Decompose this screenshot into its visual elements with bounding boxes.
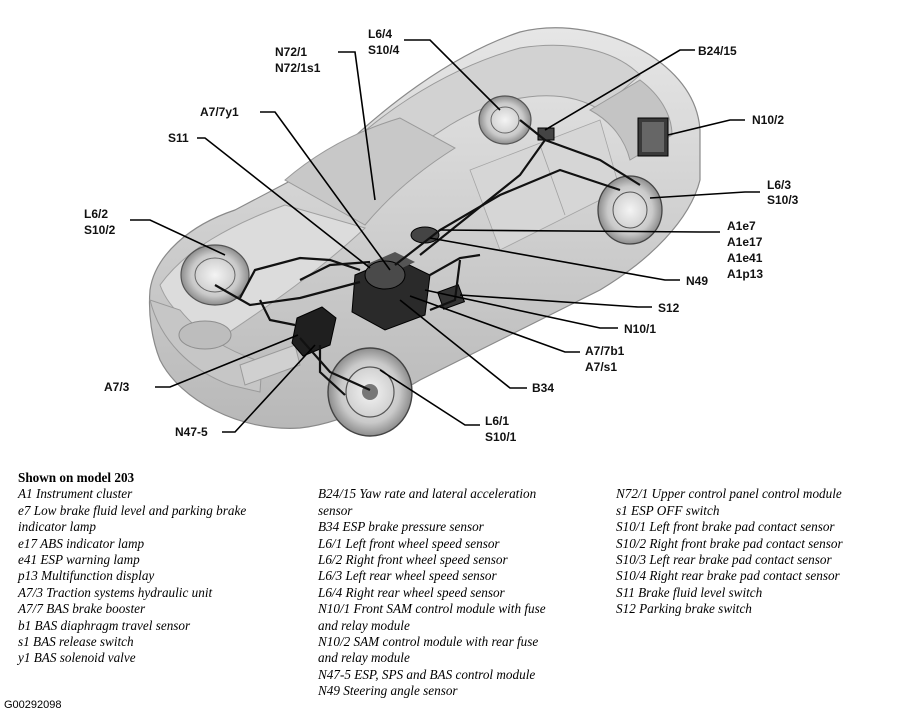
label-a7-s1: A7/s1 xyxy=(585,360,617,374)
legend-item: N49 Steering angle sensor xyxy=(318,683,458,699)
legend-column-2: B24/15 Yaw rate and lateral acceleration… xyxy=(318,470,608,700)
label-a1e41: A1e41 xyxy=(727,251,763,265)
legend-item: N72/1 Upper control panel control module xyxy=(616,486,842,502)
legend-item: indicator lamp xyxy=(18,519,97,535)
component-legend: Shown on model 203 A1 Instrument cluster… xyxy=(0,470,900,700)
legend-item: L6/2 Right front wheel speed sensor xyxy=(318,552,508,568)
legend-item: S12 Parking brake switch xyxy=(616,601,752,617)
legend-item: e41 ESP warning lamp xyxy=(18,552,140,568)
brake-booster xyxy=(364,260,406,290)
label-l6-3: L6/3 xyxy=(767,178,791,192)
label-l6-4: L6/4 xyxy=(368,27,392,41)
legend-item: L6/3 Left rear wheel speed sensor xyxy=(318,568,497,584)
legend-item: L6/4 Right rear wheel speed sensor xyxy=(318,584,505,600)
legend-item: s1 BAS release switch xyxy=(18,634,134,650)
wheel-rear-right xyxy=(478,95,532,145)
legend-item: e17 ABS indicator lamp xyxy=(18,535,145,551)
label-l6-1: L6/1 xyxy=(485,414,509,428)
label-s10-4: S10/4 xyxy=(368,43,400,57)
legend-item: sensor xyxy=(318,502,353,518)
esp-control-module xyxy=(291,306,337,357)
label-s12: S12 xyxy=(658,301,680,315)
legend-title: Shown on model 203 xyxy=(18,470,135,485)
label-l6-2: L6/2 xyxy=(84,207,108,221)
legend-item: B34 ESP brake pressure sensor xyxy=(318,519,484,535)
legend-item: S10/1 Left front brake pad contact senso… xyxy=(616,519,835,535)
legend-item: A1 Instrument cluster xyxy=(18,486,133,502)
label-s10-3: S10/3 xyxy=(767,193,799,207)
legend-item: N10/1 Front SAM control module with fuse xyxy=(318,601,546,617)
label-n10-1: N10/1 xyxy=(624,322,656,336)
wheel-rear-left xyxy=(597,175,663,245)
legend-column-3: N72/1 Upper control panel control module… xyxy=(616,470,896,618)
label-a7-7y1: A7/7y1 xyxy=(200,105,239,119)
legend-item: A7/7 BAS brake booster xyxy=(18,601,146,617)
legend-item: N47-5 ESP, SPS and BAS control module xyxy=(318,666,536,682)
legend-column-1: Shown on model 203 A1 Instrument cluster… xyxy=(18,470,298,667)
legend-list-2: B24/15 Yaw rate and lateral acceleration… xyxy=(318,486,608,699)
legend-item: L6/1 Left front wheel speed sensor xyxy=(318,535,500,551)
legend-item: b1 BAS diaphragm travel sensor xyxy=(18,617,191,633)
legend-item: A7/3 Traction systems hydraulic unit xyxy=(18,584,213,600)
wheel-front-right xyxy=(180,244,250,306)
leader-lines xyxy=(130,39,760,433)
brake-lines xyxy=(214,119,641,396)
label-s10-1: S10/1 xyxy=(485,430,517,444)
label-n49: N49 xyxy=(686,274,708,288)
legend-list-3: N72/1 Upper control panel control module… xyxy=(616,486,896,617)
legend-item: y1 BAS solenoid valve xyxy=(18,650,136,666)
label-b24-15: B24/15 xyxy=(698,44,737,58)
rear-sam-module xyxy=(637,117,669,157)
legend-item: p13 Multifunction display xyxy=(18,568,155,584)
legend-item: s1 ESP OFF switch xyxy=(616,502,720,518)
label-s10-2: S10/2 xyxy=(84,223,116,237)
label-n72-1s1: N72/1s1 xyxy=(275,61,321,75)
legend-item: S10/3 Left rear brake pad contact sensor xyxy=(616,552,832,568)
label-a1p13: A1p13 xyxy=(727,267,763,281)
legend-item: e7 Low brake fluid level and parking bra… xyxy=(18,502,247,518)
vehicle-brake-system-diagram: N72/1 N72/1s1 L6/4 S10/4 B24/15 A7/7y1 N… xyxy=(84,27,799,444)
label-a7-3: A7/3 xyxy=(104,380,130,394)
label-a7-7b1: A7/7b1 xyxy=(585,344,625,358)
callout-labels: N72/1 N72/1s1 L6/4 S10/4 B24/15 A7/7y1 N… xyxy=(84,27,799,444)
label-n10-2: N10/2 xyxy=(752,113,784,127)
label-n72-1: N72/1 xyxy=(275,45,307,59)
legend-item: B24/15 Yaw rate and lateral acceleration xyxy=(318,486,537,502)
label-a1e17: A1e17 xyxy=(727,235,763,249)
legend-item: S11 Brake fluid level switch xyxy=(616,584,763,600)
figure-id: G00292098 xyxy=(4,699,62,711)
label-a1e7: A1e7 xyxy=(727,219,756,233)
legend-item: and relay module xyxy=(318,650,410,666)
legend-item: S10/2 Right front brake pad contact sens… xyxy=(616,535,843,551)
legend-item: and relay module xyxy=(318,617,410,633)
legend-item: N10/2 SAM control module with rear fuse xyxy=(318,634,539,650)
legend-item: S10/4 Right rear brake pad contact senso… xyxy=(616,568,840,584)
label-s11: S11 xyxy=(168,131,189,145)
label-b34: B34 xyxy=(532,381,554,395)
label-n47-5: N47-5 xyxy=(175,425,208,439)
